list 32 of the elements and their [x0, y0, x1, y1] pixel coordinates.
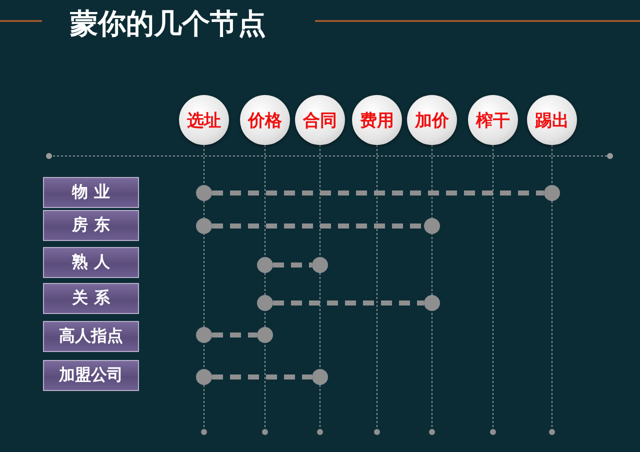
party-label: 加盟公司: [43, 360, 139, 391]
end-dot: [196, 218, 212, 234]
end-dot: [544, 185, 560, 201]
stage-circle: 加价: [407, 95, 457, 145]
party-label: 熟 人: [43, 247, 139, 278]
party-label: 关 系: [43, 283, 139, 314]
end-dot: [424, 295, 440, 311]
end-dot: [257, 257, 273, 273]
stage-circle: 榨干: [468, 95, 518, 145]
end-dot: [424, 218, 440, 234]
end-dot: [312, 257, 328, 273]
dashed-connector: [273, 300, 424, 306]
dashed-connector: [212, 190, 544, 196]
stage-circle: 合同: [295, 95, 345, 145]
stage-circle: 踢出: [527, 95, 577, 145]
end-dot: [196, 369, 212, 385]
party-label: 房 东: [43, 210, 139, 241]
dashed-connector: [212, 332, 257, 338]
party-label: 物 业: [43, 177, 139, 208]
end-dot: [196, 185, 212, 201]
party-label: 高人指点: [43, 321, 139, 352]
stage-circle: 费用: [352, 95, 402, 145]
end-dot: [196, 327, 212, 343]
title: 蒙你的几个节点: [70, 6, 266, 42]
dashed-connector: [212, 224, 424, 228]
dashed-connector: [212, 374, 312, 380]
stage-circle: 选址: [179, 95, 229, 145]
stage-circle: 价格: [240, 95, 290, 145]
end-dot: [257, 327, 273, 343]
end-dot: [257, 295, 273, 311]
dashed-connector: [273, 262, 312, 268]
end-dot: [312, 369, 328, 385]
